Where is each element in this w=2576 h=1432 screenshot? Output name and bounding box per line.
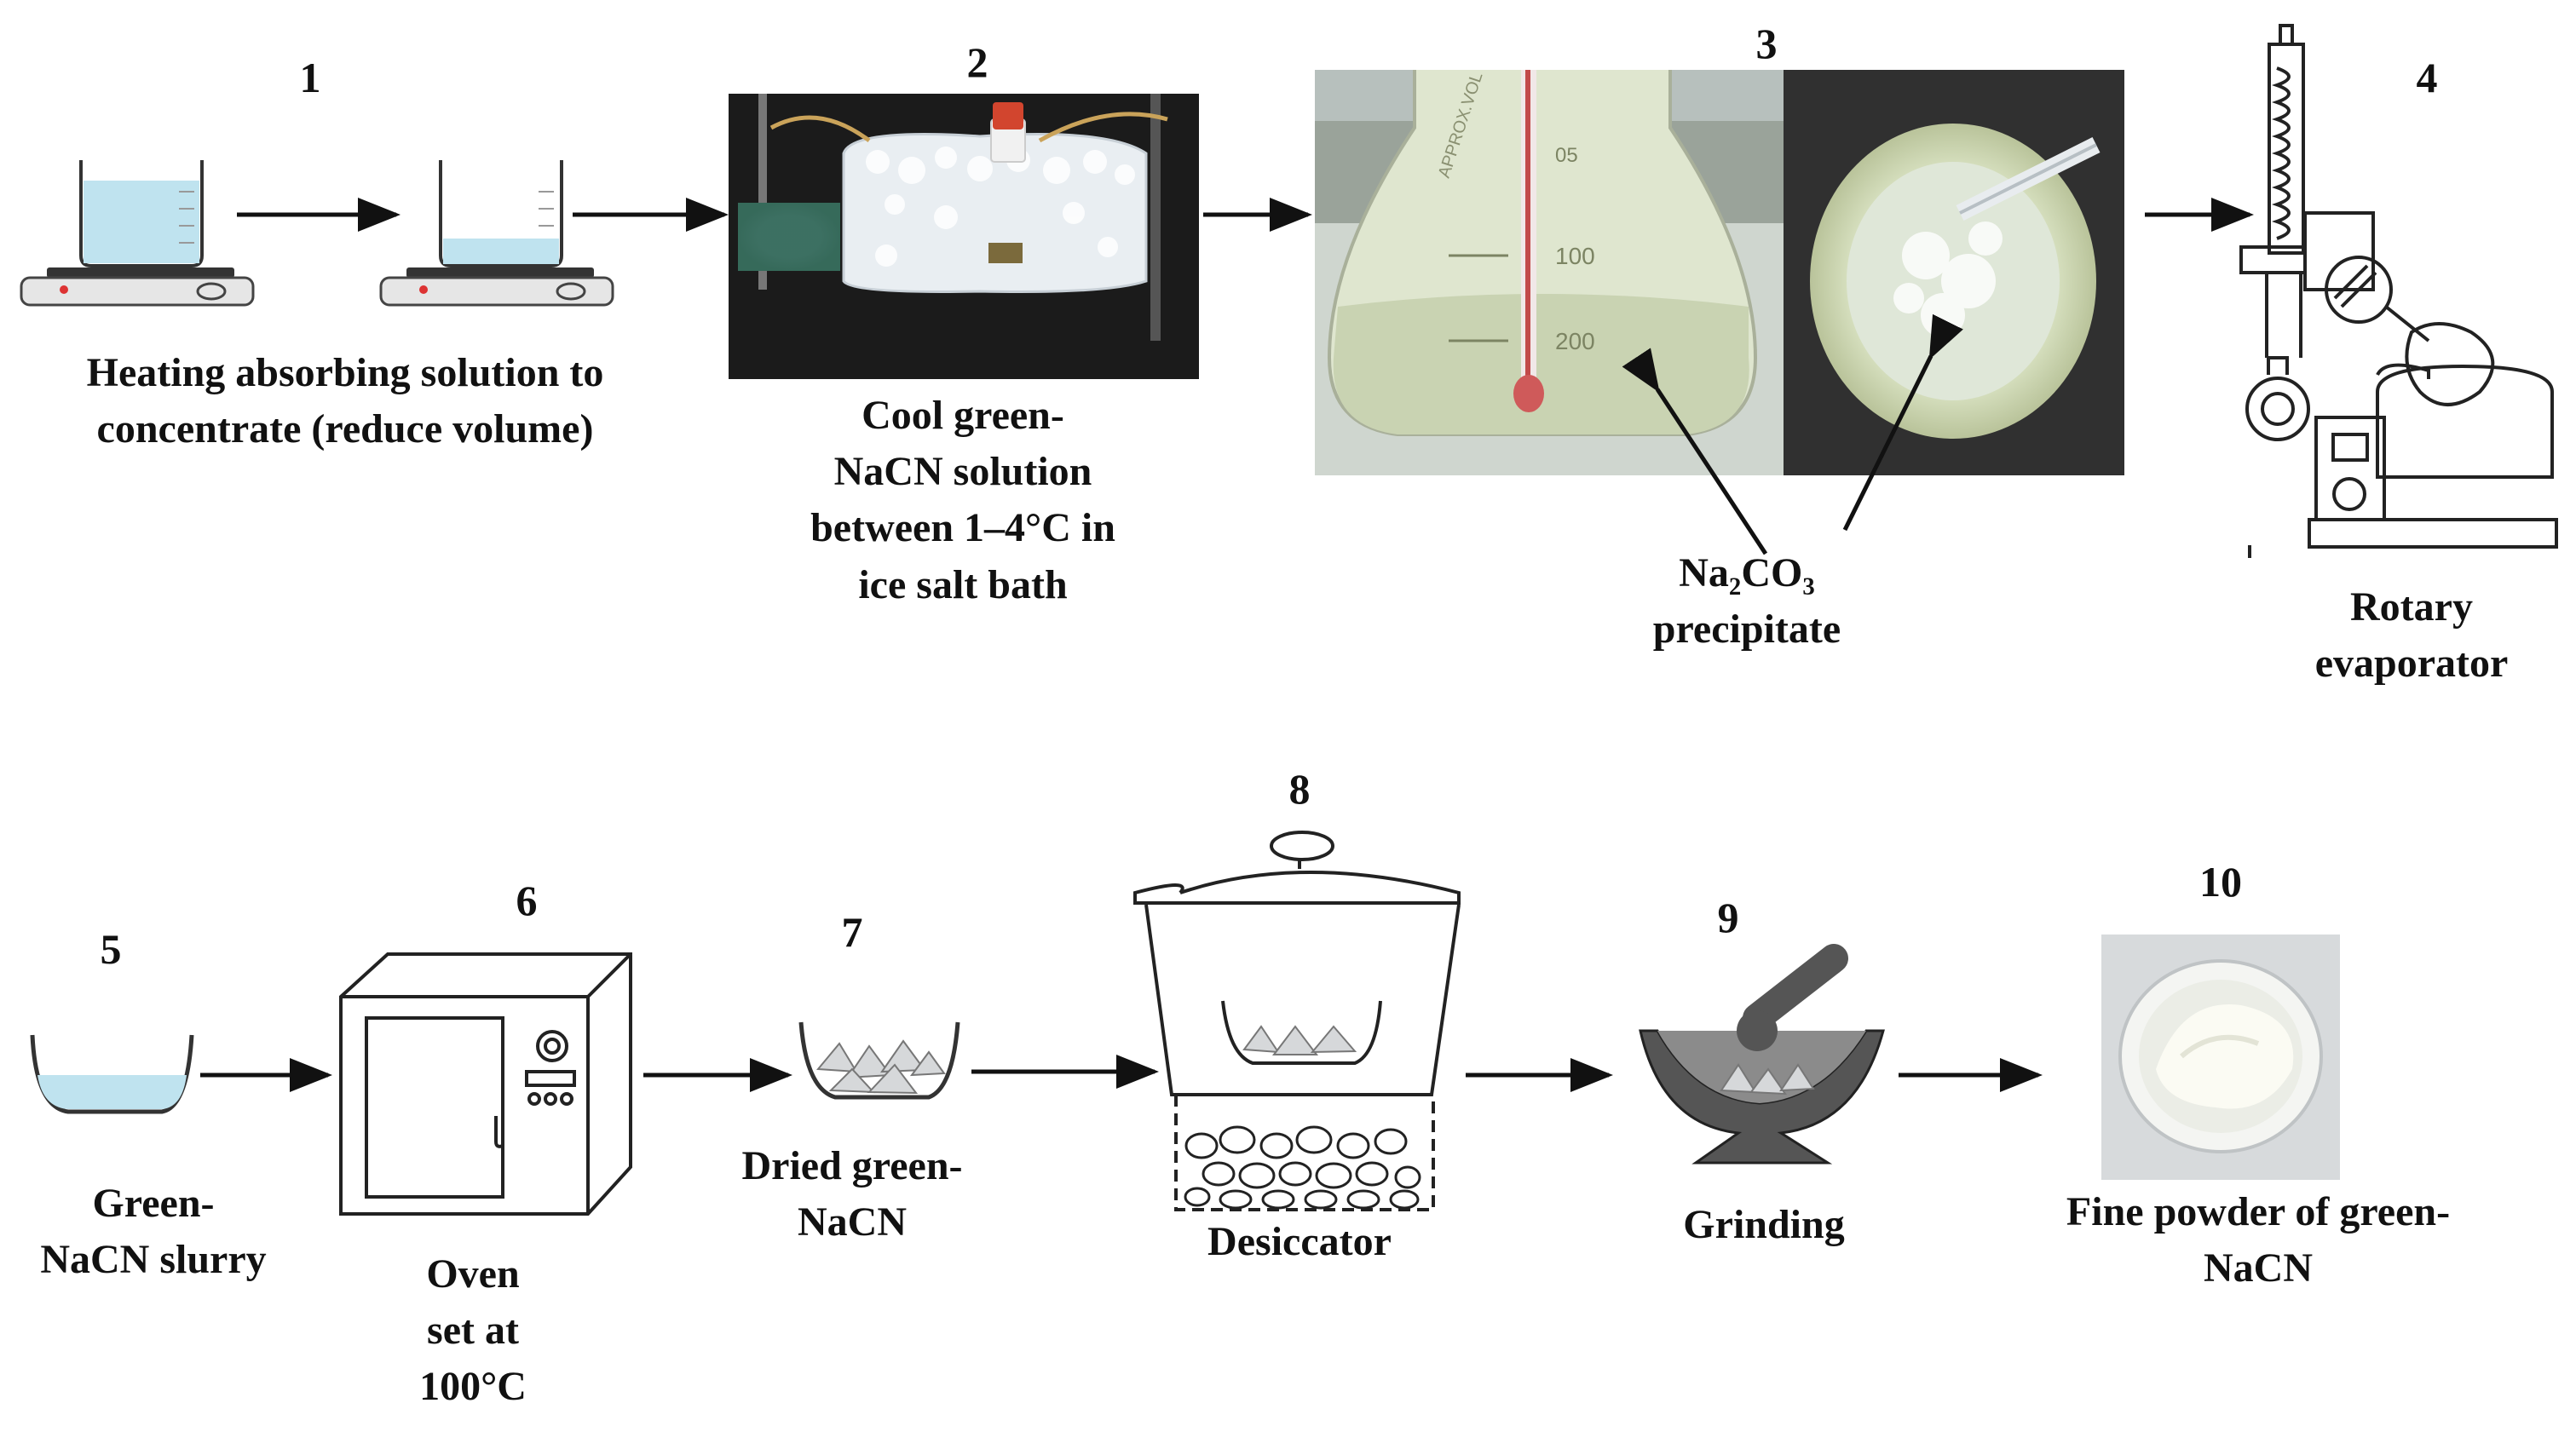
step-number-2: 2 xyxy=(966,38,988,86)
step-number-3: 3 xyxy=(1755,20,1778,67)
step-number-6: 6 xyxy=(516,877,538,924)
caption-step-2: Cool green- NaCN solution between 1–4°C … xyxy=(810,393,1115,607)
flask-mark-upper: 100 xyxy=(1555,243,1595,269)
step-number-8: 8 xyxy=(1288,765,1311,813)
caption-step-3: Na₂CO₃ precipitate xyxy=(1652,550,1841,653)
mortar-pestle-icon xyxy=(1639,944,1885,1165)
precipitate-closeup-photo xyxy=(1784,70,2124,475)
step-number-9: 9 xyxy=(1717,894,1739,941)
ice-bath-photo xyxy=(729,94,1199,379)
hotplate-beaker-reduced-icon xyxy=(379,160,614,307)
step-number-5: 5 xyxy=(100,925,122,973)
caption-step-4: Rotary evaporator xyxy=(2314,584,2509,687)
hotplate-beaker-full-icon xyxy=(20,160,255,307)
flask-mark-side: 05 xyxy=(1555,144,1578,167)
desiccator-icon xyxy=(1133,831,1461,1211)
step-number-1: 1 xyxy=(299,54,321,101)
flask-mark-lower: 200 xyxy=(1555,328,1595,354)
arrow-precipitate-left xyxy=(1622,348,1768,555)
step-number-10: 10 xyxy=(2199,858,2242,906)
caption-step-8: Desiccator xyxy=(1207,1219,1392,1264)
dried-crystals-basin-icon xyxy=(798,1021,960,1100)
arrow-precipitate-right xyxy=(1842,313,1963,532)
fine-powder-photo xyxy=(2101,935,2340,1180)
flask-photo: 100 200 05 APPROX.VOL xyxy=(1315,70,1784,475)
oven-icon xyxy=(339,952,632,1216)
caption-step-1: Heating absorbing solution to concentrat… xyxy=(86,350,604,452)
caption-step-6: Oven set at 100°C xyxy=(419,1251,527,1410)
caption-step-7: Dried green- NaCN xyxy=(741,1143,963,1245)
rotary-evaporator-icon xyxy=(2239,24,2558,558)
step-number-7: 7 xyxy=(841,908,863,956)
caption-step-10: Fine powder of green- NaCN xyxy=(2066,1189,2451,1291)
caption-step-5: Green- NaCN slurry xyxy=(40,1181,267,1283)
step-number-4: 4 xyxy=(2416,54,2438,101)
caption-step-9: Grinding xyxy=(1683,1202,1845,1247)
slurry-basin-icon xyxy=(30,1034,194,1114)
